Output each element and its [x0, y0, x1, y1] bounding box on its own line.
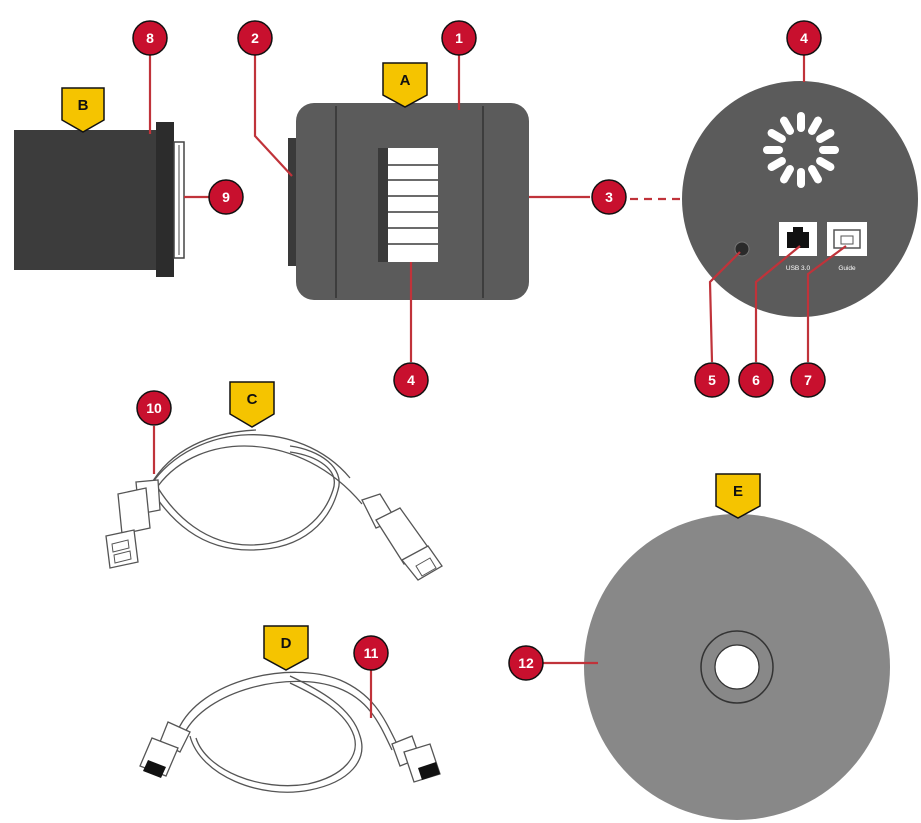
usb-port-icon	[779, 222, 817, 256]
svg-text:E: E	[733, 483, 743, 500]
camera-body	[288, 103, 529, 300]
svg-text:4: 4	[800, 30, 808, 46]
tag-c: C	[229, 381, 275, 428]
tag-a: A	[382, 62, 428, 108]
svg-text:4: 4	[407, 372, 415, 388]
plug-left-d	[139, 721, 191, 778]
svg-text:8: 8	[146, 30, 154, 46]
svg-text:A: A	[400, 72, 411, 89]
guide-port-label: Guide	[838, 265, 856, 272]
callout-6: 6	[738, 362, 774, 398]
svg-text:3: 3	[605, 189, 613, 205]
svg-text:6: 6	[752, 372, 760, 388]
svg-text:D: D	[281, 635, 292, 652]
tag-d: D	[263, 625, 309, 671]
svg-text:12: 12	[518, 655, 534, 671]
svg-text:B: B	[78, 97, 89, 114]
callout-12: 12	[508, 645, 544, 681]
callout-2: 2	[237, 20, 273, 56]
svg-text:11: 11	[364, 645, 379, 661]
usb3-cable	[105, 429, 443, 581]
heat-sink-fins	[378, 148, 438, 262]
callout-9: 9	[208, 179, 244, 215]
svg-text:C: C	[247, 391, 258, 408]
plug-right-d	[391, 735, 441, 783]
svg-text:5: 5	[708, 372, 716, 388]
svg-text:2: 2	[251, 30, 259, 46]
svg-text:10: 10	[146, 400, 162, 416]
callout-7: 7	[790, 362, 826, 398]
usb-b-plug-c	[361, 493, 443, 581]
callout-1: 1	[441, 20, 477, 56]
svg-text:9: 9	[222, 189, 230, 205]
rj-port-icon	[827, 222, 867, 256]
fan-vent-icon	[763, 112, 839, 188]
guide-cable	[139, 671, 441, 793]
leader-lines	[148, 52, 847, 718]
callout-5: 5	[694, 362, 730, 398]
callout-10: 10	[136, 390, 172, 426]
camera-back-panel: USB 3.0 Guide	[682, 81, 918, 317]
svg-text:7: 7	[804, 372, 812, 388]
tag-e: E	[715, 473, 761, 519]
tag-b: B	[61, 87, 105, 133]
software-disc	[584, 514, 890, 820]
adapter-tube	[14, 122, 185, 277]
usb-a-plug-c	[105, 479, 161, 569]
callout-3: 3	[591, 179, 627, 215]
svg-text:1: 1	[455, 30, 463, 46]
callout-8: 8	[132, 20, 168, 56]
usb-port-label: USB 3.0	[786, 265, 811, 272]
callout-11: 11	[353, 635, 389, 671]
callout-4-bottom: 4	[393, 362, 429, 398]
callout-4-top: 4	[786, 20, 822, 56]
